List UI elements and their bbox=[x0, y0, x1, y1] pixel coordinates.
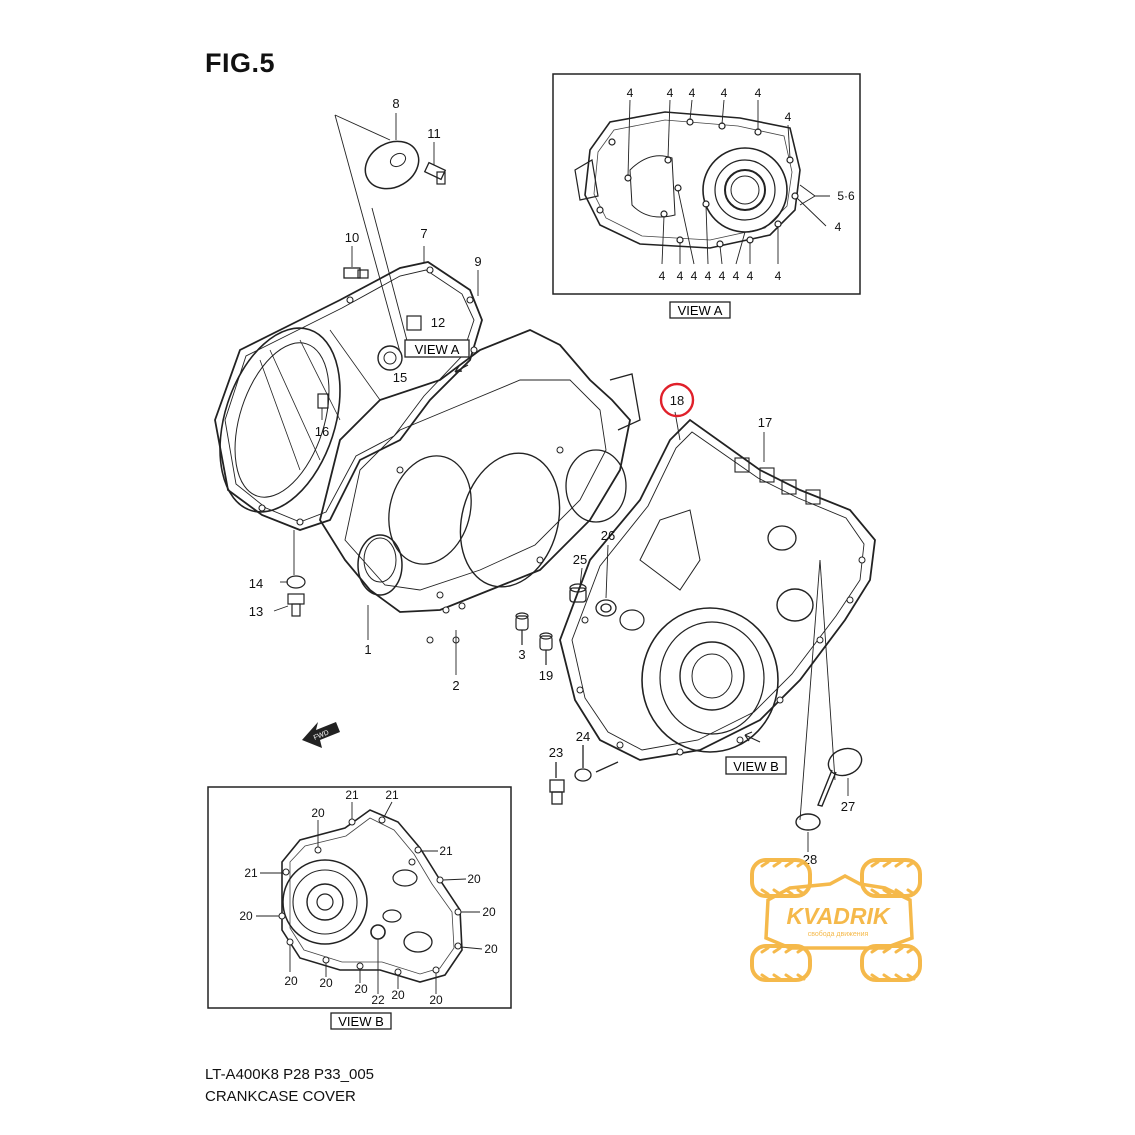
dowel-pins bbox=[515, 612, 553, 665]
right-crankcase-cover bbox=[559, 411, 876, 821]
highlight-circle bbox=[659, 382, 695, 418]
view-a-label-5-6: 5·6 bbox=[837, 189, 855, 203]
small-parts-left bbox=[273, 113, 479, 617]
view-b-title: VIEW B bbox=[338, 1014, 384, 1029]
view-b-label-21: 21 bbox=[439, 844, 453, 858]
figure-title: FIG.5 bbox=[205, 48, 276, 78]
view-a-label-4: 4 bbox=[755, 86, 762, 100]
watermark-brand: KVADRIK bbox=[786, 903, 890, 929]
part-label-2: 2 bbox=[452, 678, 459, 693]
kvadrik-watermark-logo: KVADRIK свобода движения bbox=[750, 858, 922, 982]
view-a-callout: VIEW A bbox=[404, 339, 470, 373]
view-a-label-4: 4 bbox=[747, 269, 754, 283]
fwd-arrow-icon: FWD bbox=[302, 722, 340, 748]
model-code: LT-A400K8 P28 P33_005 bbox=[205, 1066, 375, 1083]
view-a-label-4: 4 bbox=[721, 86, 728, 100]
part-label-1: 1 bbox=[364, 642, 371, 657]
part-label-26: 26 bbox=[601, 528, 615, 543]
part-label-15: 15 bbox=[393, 370, 407, 385]
part-label-16: 16 bbox=[315, 424, 329, 439]
view-a-label-4: 4 bbox=[677, 269, 684, 283]
view-a-label-4: 4 bbox=[627, 86, 634, 100]
view-a-label-4: 4 bbox=[835, 220, 842, 234]
part-label-18: 18 bbox=[670, 393, 684, 408]
view-b-label-20: 20 bbox=[467, 872, 481, 886]
view-a-label-4: 4 bbox=[691, 269, 698, 283]
watermark-tagline: свобода движения bbox=[808, 930, 869, 938]
part-label-11: 11 bbox=[427, 126, 441, 141]
view-b-label-20: 20 bbox=[354, 982, 368, 996]
view-a-label-4: 4 bbox=[659, 269, 666, 283]
view-b-label-21: 21 bbox=[345, 788, 359, 802]
part-label-10: 10 bbox=[345, 230, 359, 245]
part-label-24: 24 bbox=[576, 729, 590, 744]
view-a-label-4: 4 bbox=[705, 269, 712, 283]
view-b-inset: 21 21 20 21 21 20 20 20 20 20 20 20 20 2… bbox=[207, 786, 512, 1030]
plug-and-seal bbox=[569, 583, 617, 617]
view-b-label-22: 22 bbox=[371, 993, 385, 1007]
dipstick bbox=[795, 747, 863, 852]
view-b-label-20: 20 bbox=[429, 993, 443, 1007]
part-label-13: 13 bbox=[249, 604, 263, 619]
view-b-label-20: 20 bbox=[311, 806, 325, 820]
svg-text:VIEW B: VIEW B bbox=[733, 759, 779, 774]
view-b-label-21: 21 bbox=[244, 866, 258, 880]
part-label-9: 9 bbox=[474, 254, 481, 269]
part-label-12: 12 bbox=[431, 315, 445, 330]
view-a-inset: 4 4 4 4 4 4 4 4 4 4 4 4 4 4 5·6 4 VIEW A bbox=[552, 73, 861, 319]
part-label-17: 17 bbox=[758, 415, 772, 430]
part-label-7: 7 bbox=[420, 226, 427, 241]
part-label-8: 8 bbox=[392, 96, 399, 111]
view-a-label-4: 4 bbox=[667, 86, 674, 100]
view-b-label-20: 20 bbox=[284, 974, 298, 988]
part-label-25: 25 bbox=[573, 552, 587, 567]
view-b-label-20: 20 bbox=[391, 988, 405, 1002]
view-b-label-20: 20 bbox=[239, 909, 253, 923]
part-label-3: 3 bbox=[518, 647, 525, 662]
part-label-23: 23 bbox=[549, 745, 563, 760]
left-crankcase-cover bbox=[214, 261, 483, 531]
view-b-label-21: 21 bbox=[385, 788, 399, 802]
part-labels: 8 11 10 7 9 12 15 16 14 13 1 2 3 19 25 2… bbox=[249, 96, 855, 867]
view-b-label-20: 20 bbox=[484, 942, 498, 956]
crankcase-body bbox=[319, 329, 641, 675]
part-label-19: 19 bbox=[539, 668, 553, 683]
view-a-title: VIEW A bbox=[678, 303, 723, 318]
view-a-label-4: 4 bbox=[785, 110, 792, 124]
figure-caption: CRANKCASE COVER bbox=[205, 1088, 356, 1105]
view-b-callout: VIEW B bbox=[725, 756, 787, 775]
part-label-27: 27 bbox=[841, 799, 855, 814]
view-a-label-4: 4 bbox=[719, 269, 726, 283]
drain-bolt bbox=[549, 745, 619, 805]
view-a-label-4: 4 bbox=[775, 269, 782, 283]
view-a-label-4: 4 bbox=[689, 86, 696, 100]
view-b-label-20: 20 bbox=[319, 976, 333, 990]
part-label-14: 14 bbox=[249, 576, 263, 591]
svg-text:VIEW A: VIEW A bbox=[415, 342, 460, 357]
view-b-label-20: 20 bbox=[482, 905, 496, 919]
view-a-label-4: 4 bbox=[733, 269, 740, 283]
